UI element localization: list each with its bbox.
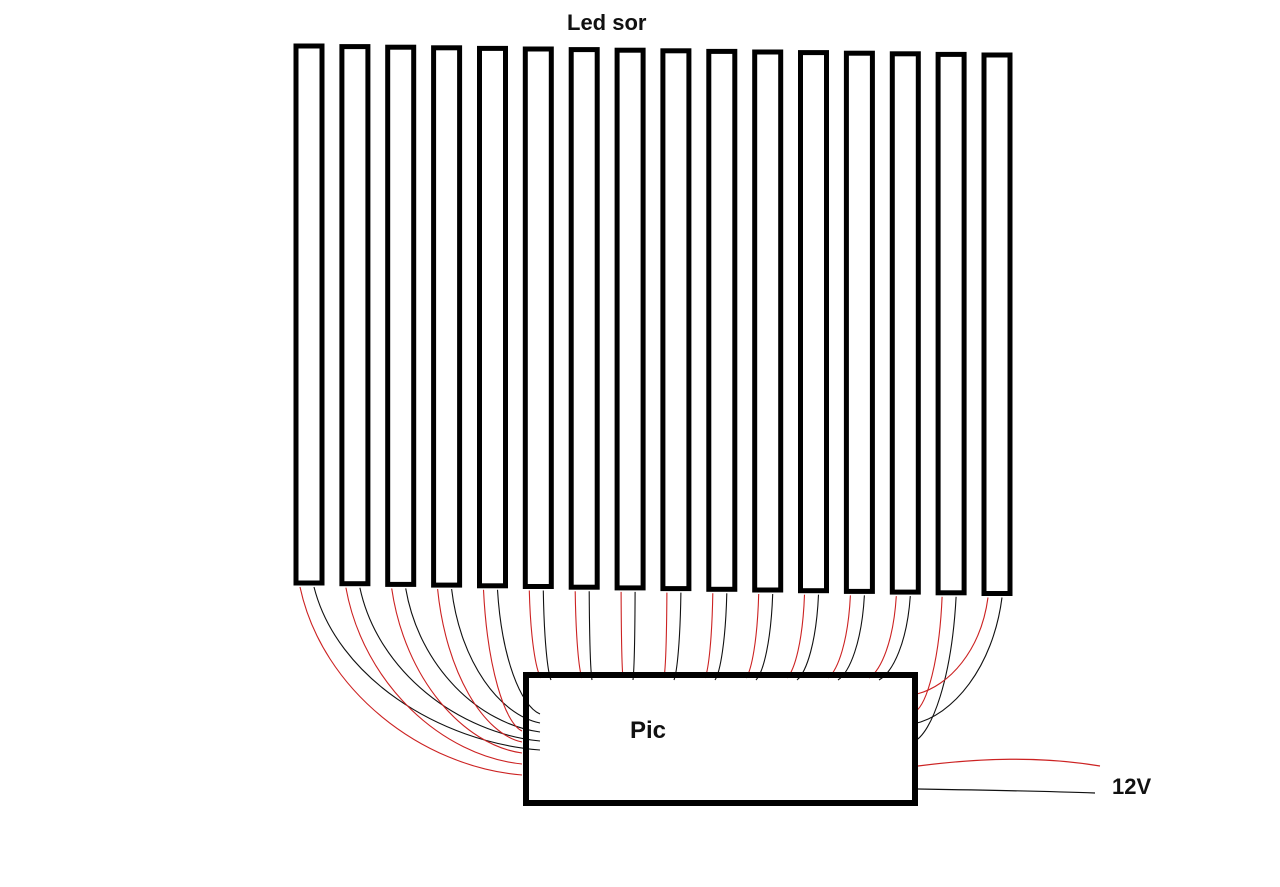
wire-positive xyxy=(827,595,851,679)
wire-positive xyxy=(620,591,624,679)
wire-positive xyxy=(704,593,714,679)
led-strip xyxy=(339,44,371,587)
wire-negative xyxy=(673,592,682,681)
wire-negative xyxy=(714,593,728,681)
led-strip xyxy=(614,47,646,591)
wire-negative xyxy=(313,586,541,751)
led-strip xyxy=(522,46,554,589)
led-strip xyxy=(477,45,508,589)
wire-positive xyxy=(663,592,668,679)
power-wire-negative xyxy=(917,788,1096,794)
led-strip xyxy=(843,50,875,594)
wire-positive xyxy=(391,588,523,754)
led-strip xyxy=(798,50,829,594)
led-strip xyxy=(660,48,692,592)
led-strip xyxy=(981,52,1013,596)
wire-positive xyxy=(299,586,523,776)
wire-negative xyxy=(912,596,957,743)
wire-negative xyxy=(837,595,865,681)
wire-negative xyxy=(359,587,541,742)
wire-positive xyxy=(345,587,523,765)
led-strip xyxy=(752,49,784,593)
power-wire-positive xyxy=(917,758,1101,767)
led-strip xyxy=(385,44,417,587)
wire-negative xyxy=(496,589,541,715)
led-strip xyxy=(293,43,325,586)
wires-group xyxy=(299,586,1003,776)
wire-negative xyxy=(542,590,552,681)
led-strip xyxy=(889,51,921,595)
wire-positive xyxy=(745,593,760,679)
pic-controller-box xyxy=(523,672,918,806)
led-strip xyxy=(431,45,463,588)
led-strip xyxy=(568,47,600,590)
led-strip xyxy=(935,51,967,596)
power-label: 12V xyxy=(1112,774,1151,799)
wire-positive xyxy=(786,594,806,679)
wire-positive xyxy=(482,589,523,732)
wire-positive xyxy=(574,591,583,679)
wire-positive xyxy=(528,590,542,679)
pic-controller-label: Pic xyxy=(630,717,666,744)
diagram-title: Led sor xyxy=(567,10,647,35)
wire-negative xyxy=(878,596,911,681)
wire-positive xyxy=(437,589,523,743)
wire-positive xyxy=(916,597,989,695)
led-strip xyxy=(706,48,738,592)
wire-negative xyxy=(912,597,1003,725)
wire-negative xyxy=(405,588,541,733)
wire-negative xyxy=(632,591,636,681)
wire-positive xyxy=(914,596,943,713)
wire-negative xyxy=(588,591,593,681)
led-strips-group xyxy=(293,43,1013,596)
